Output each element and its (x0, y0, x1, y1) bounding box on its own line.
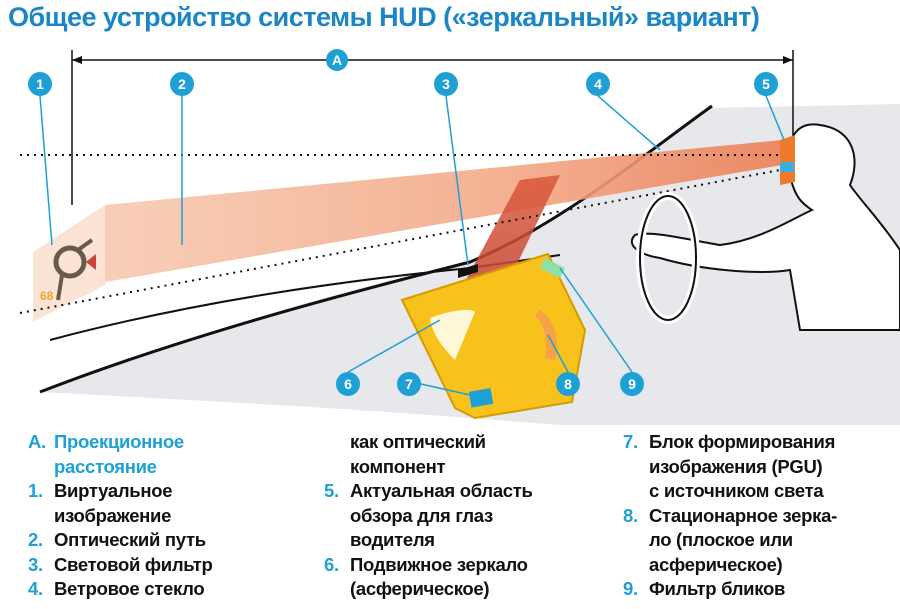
legend-num: 6. (324, 553, 339, 575)
legend-text: Блок формирования изображения (PGU) с ис… (649, 431, 836, 501)
legend-text: Проекционное расстояние (54, 431, 184, 477)
svg-text:4: 4 (594, 76, 602, 92)
legend-item-7: 7. Блок формирования изображения (PGU) с … (623, 430, 837, 504)
marker-4: 4 (586, 72, 610, 96)
legend-num: 3. (28, 553, 43, 575)
legend-num: 4. (28, 578, 43, 599)
legend-num-spacer (324, 430, 350, 479)
warning-sign-icon (86, 254, 96, 270)
legend-column-3: 7. Блок формирования изображения (PGU) с … (623, 430, 837, 602)
optical-path-beam (105, 140, 782, 282)
movable-mirror (430, 310, 475, 360)
legend-text: Световой фильтр (54, 553, 213, 575)
glare-filter (540, 258, 565, 278)
legend-item-2: 2. Оптический путь (28, 528, 213, 553)
legend-text: Стационарное зерка- ло (плоское или асфе… (649, 504, 837, 575)
dimension-a-badge: A (326, 49, 348, 71)
legend-item-8: 8. Стационарное зерка- ло (плоское или ас… (623, 504, 837, 578)
marker-2: 2 (170, 72, 194, 96)
legend-text: Ветровое стекло (54, 578, 205, 599)
legend-item-1: 1. Виртуальное изображение (28, 479, 213, 528)
svg-text:A: A (332, 52, 342, 68)
stationary-mirror (535, 310, 557, 360)
page-title: Общее устройство системы HUD («зеркальны… (8, 2, 760, 32)
svg-text:5: 5 (762, 76, 770, 92)
pgu (468, 388, 494, 408)
legend-item-a: A. Проекционное расстояние (28, 430, 213, 479)
legend-item-4: 4. Ветровое стекло (28, 577, 213, 602)
marker-7: 7 (397, 372, 421, 396)
svg-text:6: 6 (344, 376, 352, 392)
legend-column-2: как оптический компонент 5. Актуальная об… (324, 430, 533, 602)
legend-item-6: 6. Подвижное зеркало (асферическое) (324, 553, 533, 602)
marker-5: 5 (754, 72, 778, 96)
marker-6: 6 (336, 372, 360, 396)
legend-text: Актуальная область обзора для глаз водит… (350, 480, 533, 550)
legend-item-4-continuation: как оптический компонент (324, 430, 533, 479)
svg-text:8: 8 (564, 376, 572, 392)
marker-8: 8 (556, 372, 580, 396)
legend-item-3: 3. Световой фильтр (28, 553, 213, 578)
legend-item-5: 5. Актуальная область обзора для глаз вод… (324, 479, 533, 553)
legend-num: A. (28, 431, 46, 452)
eyebox-marker (780, 162, 794, 172)
eyebox (780, 135, 795, 185)
dimension-a (71, 50, 794, 205)
svg-text:2: 2 (178, 76, 186, 92)
svg-text:1: 1 (36, 76, 44, 92)
light-filter (458, 264, 478, 278)
legend-num: 7. (623, 431, 638, 452)
legend-num: 9. (623, 578, 638, 599)
legend-num: 2. (28, 529, 43, 550)
legend-item-9: 9. Фильтр бликов (623, 577, 837, 602)
legend-num: 1. (28, 480, 43, 501)
svg-text:3: 3 (442, 76, 450, 92)
marker-9: 9 (620, 372, 644, 396)
dashboard-line (49, 254, 561, 341)
legend-item-4-continued: как оптический компонент (350, 431, 486, 477)
marker-1: 1 (28, 72, 52, 96)
sight-line-lower (19, 169, 781, 314)
steering-wheel (639, 195, 697, 321)
hud-unit (400, 252, 587, 420)
legend-text: Виртуальное изображение (54, 480, 173, 526)
legend-column-1: A. Проекционное расстояние 1. Виртуальное … (28, 430, 213, 602)
legend-text: Фильтр бликов (649, 578, 786, 599)
speed-readout: 68 (40, 289, 54, 303)
car-interior (40, 104, 900, 425)
leader-lines (39, 95, 785, 396)
svg-text:7: 7 (405, 376, 413, 392)
svg-text:9: 9 (628, 376, 636, 392)
legend-num: 8. (623, 504, 638, 526)
legend-num: 5. (324, 480, 339, 501)
virtual-image: 68 (33, 205, 105, 322)
legend-text: Подвижное зеркало (асферическое) (350, 553, 528, 600)
driver-silhouette (630, 123, 900, 331)
legend-text: Оптический путь (54, 529, 206, 550)
hud-diagram: 68 (19, 49, 900, 425)
marker-3: 3 (434, 72, 458, 96)
